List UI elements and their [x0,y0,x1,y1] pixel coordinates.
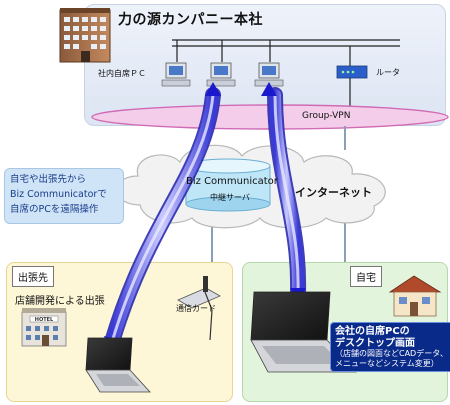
house-icon [388,275,442,317]
router-icon [336,65,368,106]
lan-cabling [172,39,400,66]
laptop-trip-icon [85,337,151,393]
relay-server-cylinder [185,158,271,212]
callout-line: Biz Communicatorで [10,189,107,200]
desktop-screen-callout: 会社の自席PCの デスクトップ画面 （店舗の図面などCADデータ、メニューなどシ… [330,322,450,372]
business-trip-subtitle: 店舗開発による出張 [15,296,105,307]
hotel-sign: HOTEL [35,317,54,323]
business-trip-label: 出張先 [12,266,54,287]
relay-server-subtitle: 中継サーバ [210,193,250,202]
headquarters-title: 力の源カンパニー本社 [118,12,263,28]
data-card-label: 通信カード [176,304,216,313]
relay-server-title: Biz Communicator [186,176,278,187]
hotel-building-icon [21,308,67,347]
data-card-icon [177,276,221,341]
screen-title-line-1: 会社の自席PCの [335,326,410,337]
screen-title-line-2: デスクトップ画面 [335,337,415,349]
callout-text: 自宅や出張先から Biz Communicatorで 自席のPCを遠隔操作 [10,172,122,217]
screen-note: （店舗の図面などCADデータ、メニューなどシステム変更） [335,349,448,368]
desktop-pc-icon-1 [161,62,191,87]
remote-tunnel-home [267,87,307,300]
arrow-up-icon [205,82,221,96]
desktop-pc-icon-2 [206,62,236,87]
office-pc-label: 社内自席ＰＣ [98,69,146,78]
remote-tunnel-trip [104,87,221,350]
callout-line: 自席のPCを遠隔操作 [10,204,99,215]
laptop-home-icon [250,291,357,373]
arrow-up-icon [261,82,277,96]
vpn-label: Group-VPN [302,111,351,121]
callout-box [4,168,124,224]
hq-building-icon [59,8,111,63]
internet-label: インターネット [295,186,372,199]
home-label: 自宅 [350,266,382,287]
callout-line: 自宅や出張先から [10,174,87,185]
router-label: ルータ [376,68,400,77]
